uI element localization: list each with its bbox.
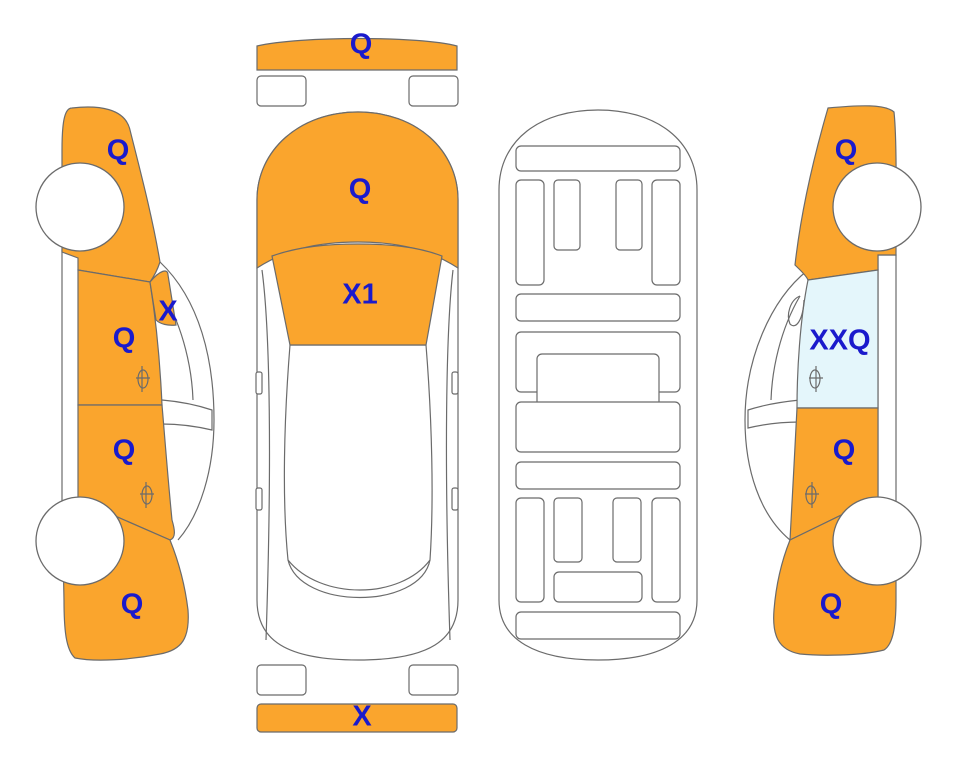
top-hood-code: Q — [349, 174, 372, 206]
left-front-wheel — [35, 162, 125, 252]
left-rear-door-code: Q — [113, 435, 136, 467]
right-front-wheel — [832, 162, 922, 252]
right-front-door-code: XXQ — [809, 325, 870, 357]
top-view: Q Q X1 X — [255, 29, 459, 733]
top-right-handle-front — [451, 371, 459, 395]
top-rear-left-light — [256, 664, 307, 696]
left-front-door-code: Q — [113, 323, 136, 355]
underbody-outline — [498, 109, 698, 661]
right-pillar-line — [747, 399, 801, 429]
right-window-line — [770, 295, 801, 401]
top-left-side-line — [261, 269, 271, 641]
top-front-bumper[interactable] — [256, 37, 458, 71]
top-windshield-code: X1 — [342, 279, 377, 311]
right-side-view: Q XXQ Q Q — [744, 105, 922, 656]
top-hood[interactable] — [256, 111, 459, 270]
top-rear-bumper[interactable] — [256, 703, 458, 733]
underbody-view — [498, 109, 698, 661]
right-sill — [877, 254, 897, 504]
top-front-right-mirror — [408, 75, 459, 107]
underbody-floor-rear — [515, 401, 681, 453]
left-rear-quarter-code: Q — [121, 589, 144, 621]
top-rear-window — [287, 559, 431, 598]
underbody-front-left-mount — [553, 179, 581, 251]
top-right-handle-rear — [451, 487, 459, 511]
underbody-rear-left-rail — [515, 497, 545, 603]
top-right-side-line — [445, 269, 454, 641]
left-sill — [61, 249, 81, 506]
underbody-rear-right-mount — [612, 497, 642, 563]
right-front-fender-code: Q — [835, 135, 858, 167]
underbody-front-right-rail — [651, 179, 681, 286]
underbody-front-left-rail — [515, 179, 545, 286]
left-side-view: Q X Q Q Q — [35, 106, 215, 661]
top-front-left-mirror — [256, 75, 307, 107]
top-left-handle-rear — [255, 487, 263, 511]
underbody-rear-right-rail — [651, 497, 681, 603]
underbody-front-right-mount — [615, 179, 643, 251]
right-front-door-handle-ring — [809, 369, 821, 389]
right-roof-outline — [744, 269, 809, 541]
right-rear-door-handle-ring — [805, 485, 817, 505]
left-front-door-glass[interactable] — [149, 270, 177, 326]
top-cabin-outline — [283, 344, 433, 591]
right-rear-wheel — [832, 496, 922, 586]
left-rear-door-handle-ring — [141, 485, 153, 505]
left-roof-outline — [159, 261, 215, 541]
right-rear-door-code: Q — [833, 435, 856, 467]
underbody-crossmember-2 — [515, 461, 681, 490]
underbody-rear-bar — [515, 611, 681, 640]
underbody-front-bar — [515, 145, 681, 172]
top-front-bumper-code: Q — [350, 29, 373, 61]
top-rear-right-light — [408, 664, 459, 696]
right-rear-quarter-code: Q — [820, 589, 843, 621]
underbody-rear-left-mount — [553, 497, 583, 563]
left-front-door-handle-ring — [137, 369, 149, 389]
top-windshield[interactable] — [271, 243, 443, 346]
underbody-crossmember-1 — [515, 293, 681, 322]
left-rear-wheel — [35, 496, 125, 586]
right-mirror-outline — [787, 295, 805, 327]
left-front-fender-code: Q — [107, 135, 130, 167]
underbody-rear-tank — [553, 571, 643, 603]
left-front-door-glass-code: X — [158, 296, 178, 328]
left-pillar-line — [161, 399, 213, 431]
top-rear-bumper-code: X — [352, 701, 372, 733]
top-left-handle-front — [255, 371, 263, 395]
